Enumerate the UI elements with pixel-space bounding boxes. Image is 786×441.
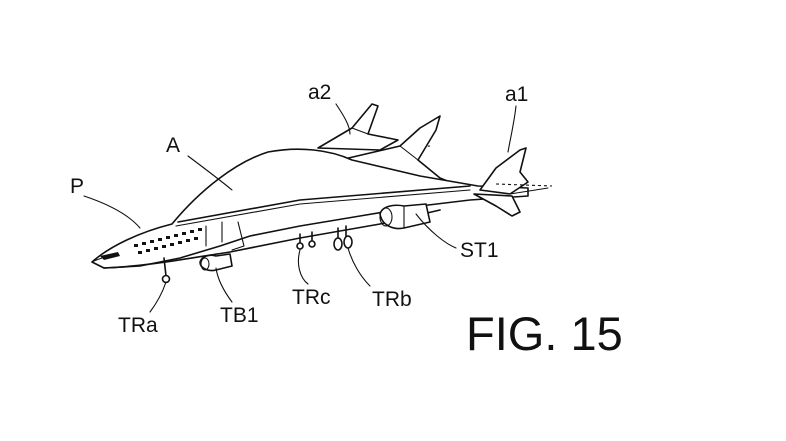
label-TB1: TB1 — [220, 304, 259, 327]
aircraft-illustration — [91, 103, 553, 284]
gear-trb — [333, 225, 353, 251]
label-TRa: TRa — [118, 314, 158, 337]
label-ST1: ST1 — [460, 239, 499, 262]
leader-P — [83, 195, 141, 229]
engine-st1 — [379, 203, 431, 230]
leader-a2 — [335, 103, 351, 135]
leader-TB1 — [215, 267, 233, 303]
fuselage — [91, 148, 529, 269]
fin-a1 — [473, 147, 553, 217]
leader-ST1 — [415, 213, 457, 249]
figure-caption: FIG. 15 — [466, 307, 623, 360]
engine-tb1 — [199, 253, 233, 272]
label-P: P — [70, 175, 84, 198]
leader-TRb — [347, 247, 371, 287]
gear-tra — [161, 257, 171, 284]
gear-trc — [296, 231, 316, 250]
reference-labels: a2 a1 A P ST1 TRa TB1 TRc TRb — [70, 81, 528, 337]
leader-a1 — [507, 105, 517, 153]
cabin-windows — [134, 228, 202, 254]
label-TRb: TRb — [372, 288, 412, 311]
leader-A — [187, 155, 233, 191]
label-A: A — [166, 134, 180, 157]
label-a2: a2 — [308, 81, 331, 104]
leader-TRc — [297, 249, 309, 285]
leader-lines — [83, 103, 517, 313]
label-a1: a1 — [505, 83, 528, 106]
label-TRc: TRc — [292, 286, 331, 309]
leader-TRa — [149, 281, 167, 313]
